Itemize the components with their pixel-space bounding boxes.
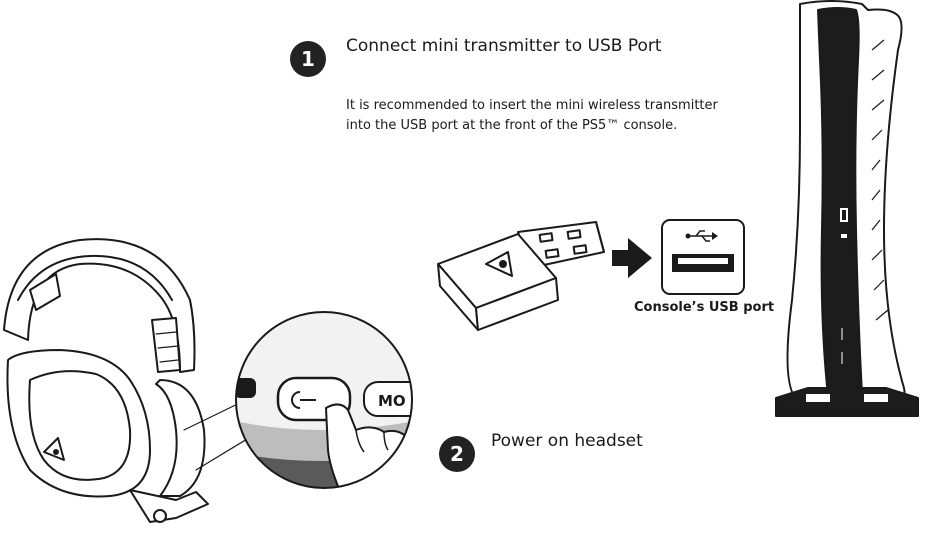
step-1-number: 1 [301,47,315,71]
step-1-badge: 1 [290,41,326,77]
step-1-title: Connect mini transmitter to USB Port [346,36,662,56]
step-2-badge: 2 [439,436,475,472]
usb-transmitter-icon [437,221,605,331]
usb-port-icon [661,219,745,295]
mode-button-icon: MO [363,381,412,417]
step-1-description-line-1: It is recommended to insert the mini wir… [346,98,718,113]
power-button-zoom: MO [235,311,413,489]
mode-button-text: MO [378,392,406,410]
step-2-title: Power on headset [491,431,643,451]
headset-icon [3,238,263,523]
step-1-description: It is recommended to insert the mini wir… [346,96,718,136]
usb-port-label: Console’s USB port [634,300,775,315]
step-2-number: 2 [450,442,464,466]
step-1-description-line-2: into the USB port at the front of the PS… [346,118,678,133]
ps5-console-icon [775,0,919,417]
arrow-right-icon [612,238,652,278]
